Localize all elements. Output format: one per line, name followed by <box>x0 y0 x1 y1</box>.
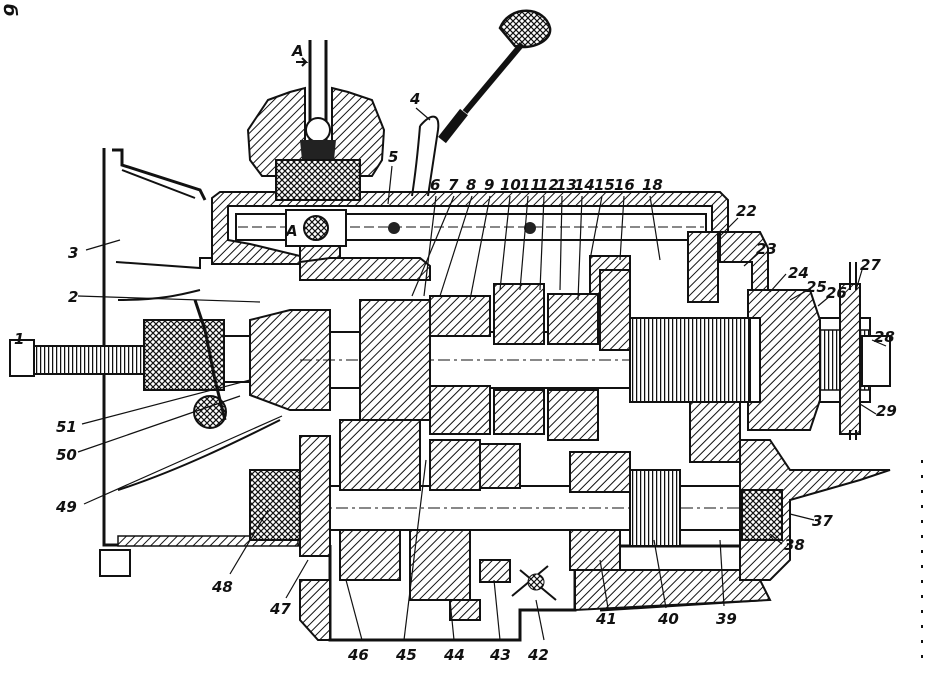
countershaft <box>249 419 891 601</box>
callout-27: 27 <box>860 256 881 274</box>
input-shaft <box>9 299 331 429</box>
section-marker-mid: А <box>285 222 298 240</box>
gearbox-housing <box>299 231 772 642</box>
callout-labels: 1 2 3 4 5 6 7 8 9 10 11 12 13 14 15 16 1… <box>14 90 897 664</box>
callout-51: 51 <box>56 418 77 436</box>
callout-12: 12 <box>538 176 559 194</box>
callout-8: 8 <box>466 176 476 194</box>
callout-1: 1 <box>14 330 24 348</box>
callout-3: 3 <box>68 244 78 262</box>
bell-housing <box>99 148 300 577</box>
callout-29: 29 <box>876 402 897 420</box>
callout-45: 45 <box>395 646 417 664</box>
callout-43: 43 <box>489 646 511 664</box>
callout-37: 37 <box>812 512 833 530</box>
callout-16: 16 <box>614 176 635 194</box>
callout-13: 13 <box>556 176 577 194</box>
callout-25: 25 <box>806 278 827 296</box>
callout-5: 5 <box>388 148 398 166</box>
gear-lever <box>411 9 552 197</box>
callout-6: 6 <box>430 176 440 194</box>
corner-mark: б <box>0 4 20 17</box>
callout-38: 38 <box>784 536 805 554</box>
leader-lines <box>77 107 887 641</box>
callout-11: 11 <box>520 176 541 194</box>
callout-48: 48 <box>211 578 233 596</box>
callout-10: 10 <box>500 176 521 194</box>
callout-24: 24 <box>788 264 809 282</box>
callout-18: 18 <box>642 176 663 194</box>
callout-15: 15 <box>594 176 615 194</box>
callout-23: 23 <box>756 240 777 258</box>
callout-14: 14 <box>574 176 595 194</box>
callout-2: 2 <box>68 288 78 306</box>
callout-50: 50 <box>56 446 77 464</box>
callout-26: 26 <box>826 284 847 302</box>
callout-42: 42 <box>527 646 549 664</box>
callout-22: 22 <box>736 202 757 220</box>
callout-44: 44 <box>443 646 465 664</box>
callout-47: 47 <box>269 600 291 618</box>
callout-7: 7 <box>448 176 459 194</box>
callout-39: 39 <box>716 610 737 628</box>
callout-4: 4 <box>409 90 420 108</box>
callout-49: 49 <box>55 498 77 516</box>
section-marker-top: А <box>291 42 304 60</box>
main-shaft <box>300 262 891 463</box>
callout-40: 40 <box>657 610 679 628</box>
callout-28: 28 <box>874 328 895 346</box>
callout-46: 46 <box>347 646 369 664</box>
callout-9: 9 <box>484 176 494 194</box>
callout-41: 41 <box>595 610 617 628</box>
